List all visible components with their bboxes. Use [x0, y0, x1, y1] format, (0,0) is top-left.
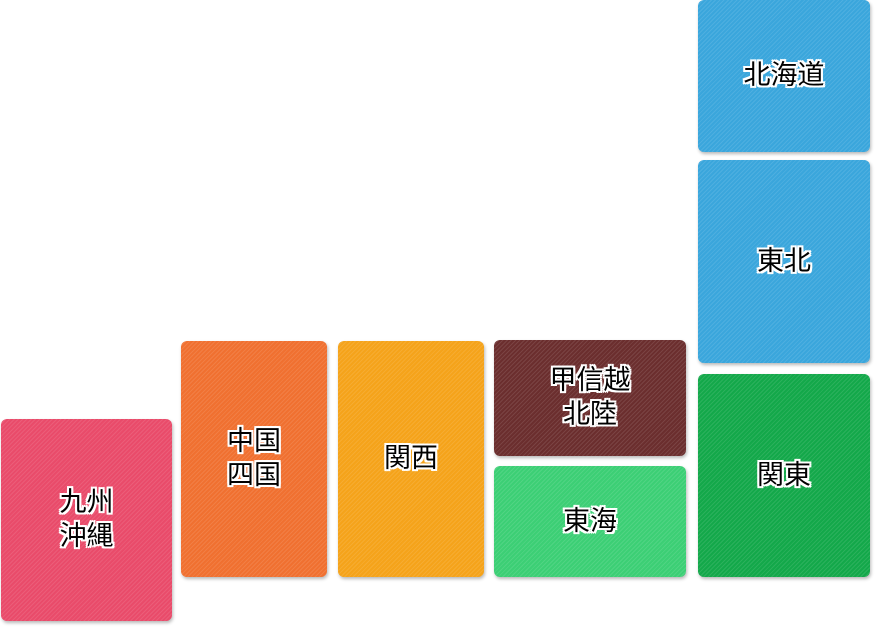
region-kansai[interactable]: 関西 [338, 341, 484, 577]
region-label: 関東 [757, 459, 811, 491]
region-label: 中国 四国 [227, 426, 281, 491]
region-tokai[interactable]: 東海 [494, 466, 686, 577]
region-label: 東海 [563, 505, 617, 537]
region-hokkaido[interactable]: 北海道 [698, 0, 870, 152]
region-tohoku[interactable]: 東北 [698, 160, 870, 363]
region-label: 甲信越 北陸 [549, 365, 631, 430]
region-label: 東北 [757, 245, 811, 277]
region-chugoku-shikoku[interactable]: 中国 四国 [181, 341, 327, 577]
region-label: 北海道 [743, 60, 825, 91]
region-label: 九州 沖縄 [59, 487, 114, 552]
region-kanto[interactable]: 関東 [698, 374, 870, 577]
region-label: 関西 [384, 443, 438, 474]
region-kyushu-okinawa[interactable]: 九州 沖縄 [1, 419, 172, 621]
region-koshinetsu-hokuriku[interactable]: 甲信越 北陸 [494, 340, 686, 456]
